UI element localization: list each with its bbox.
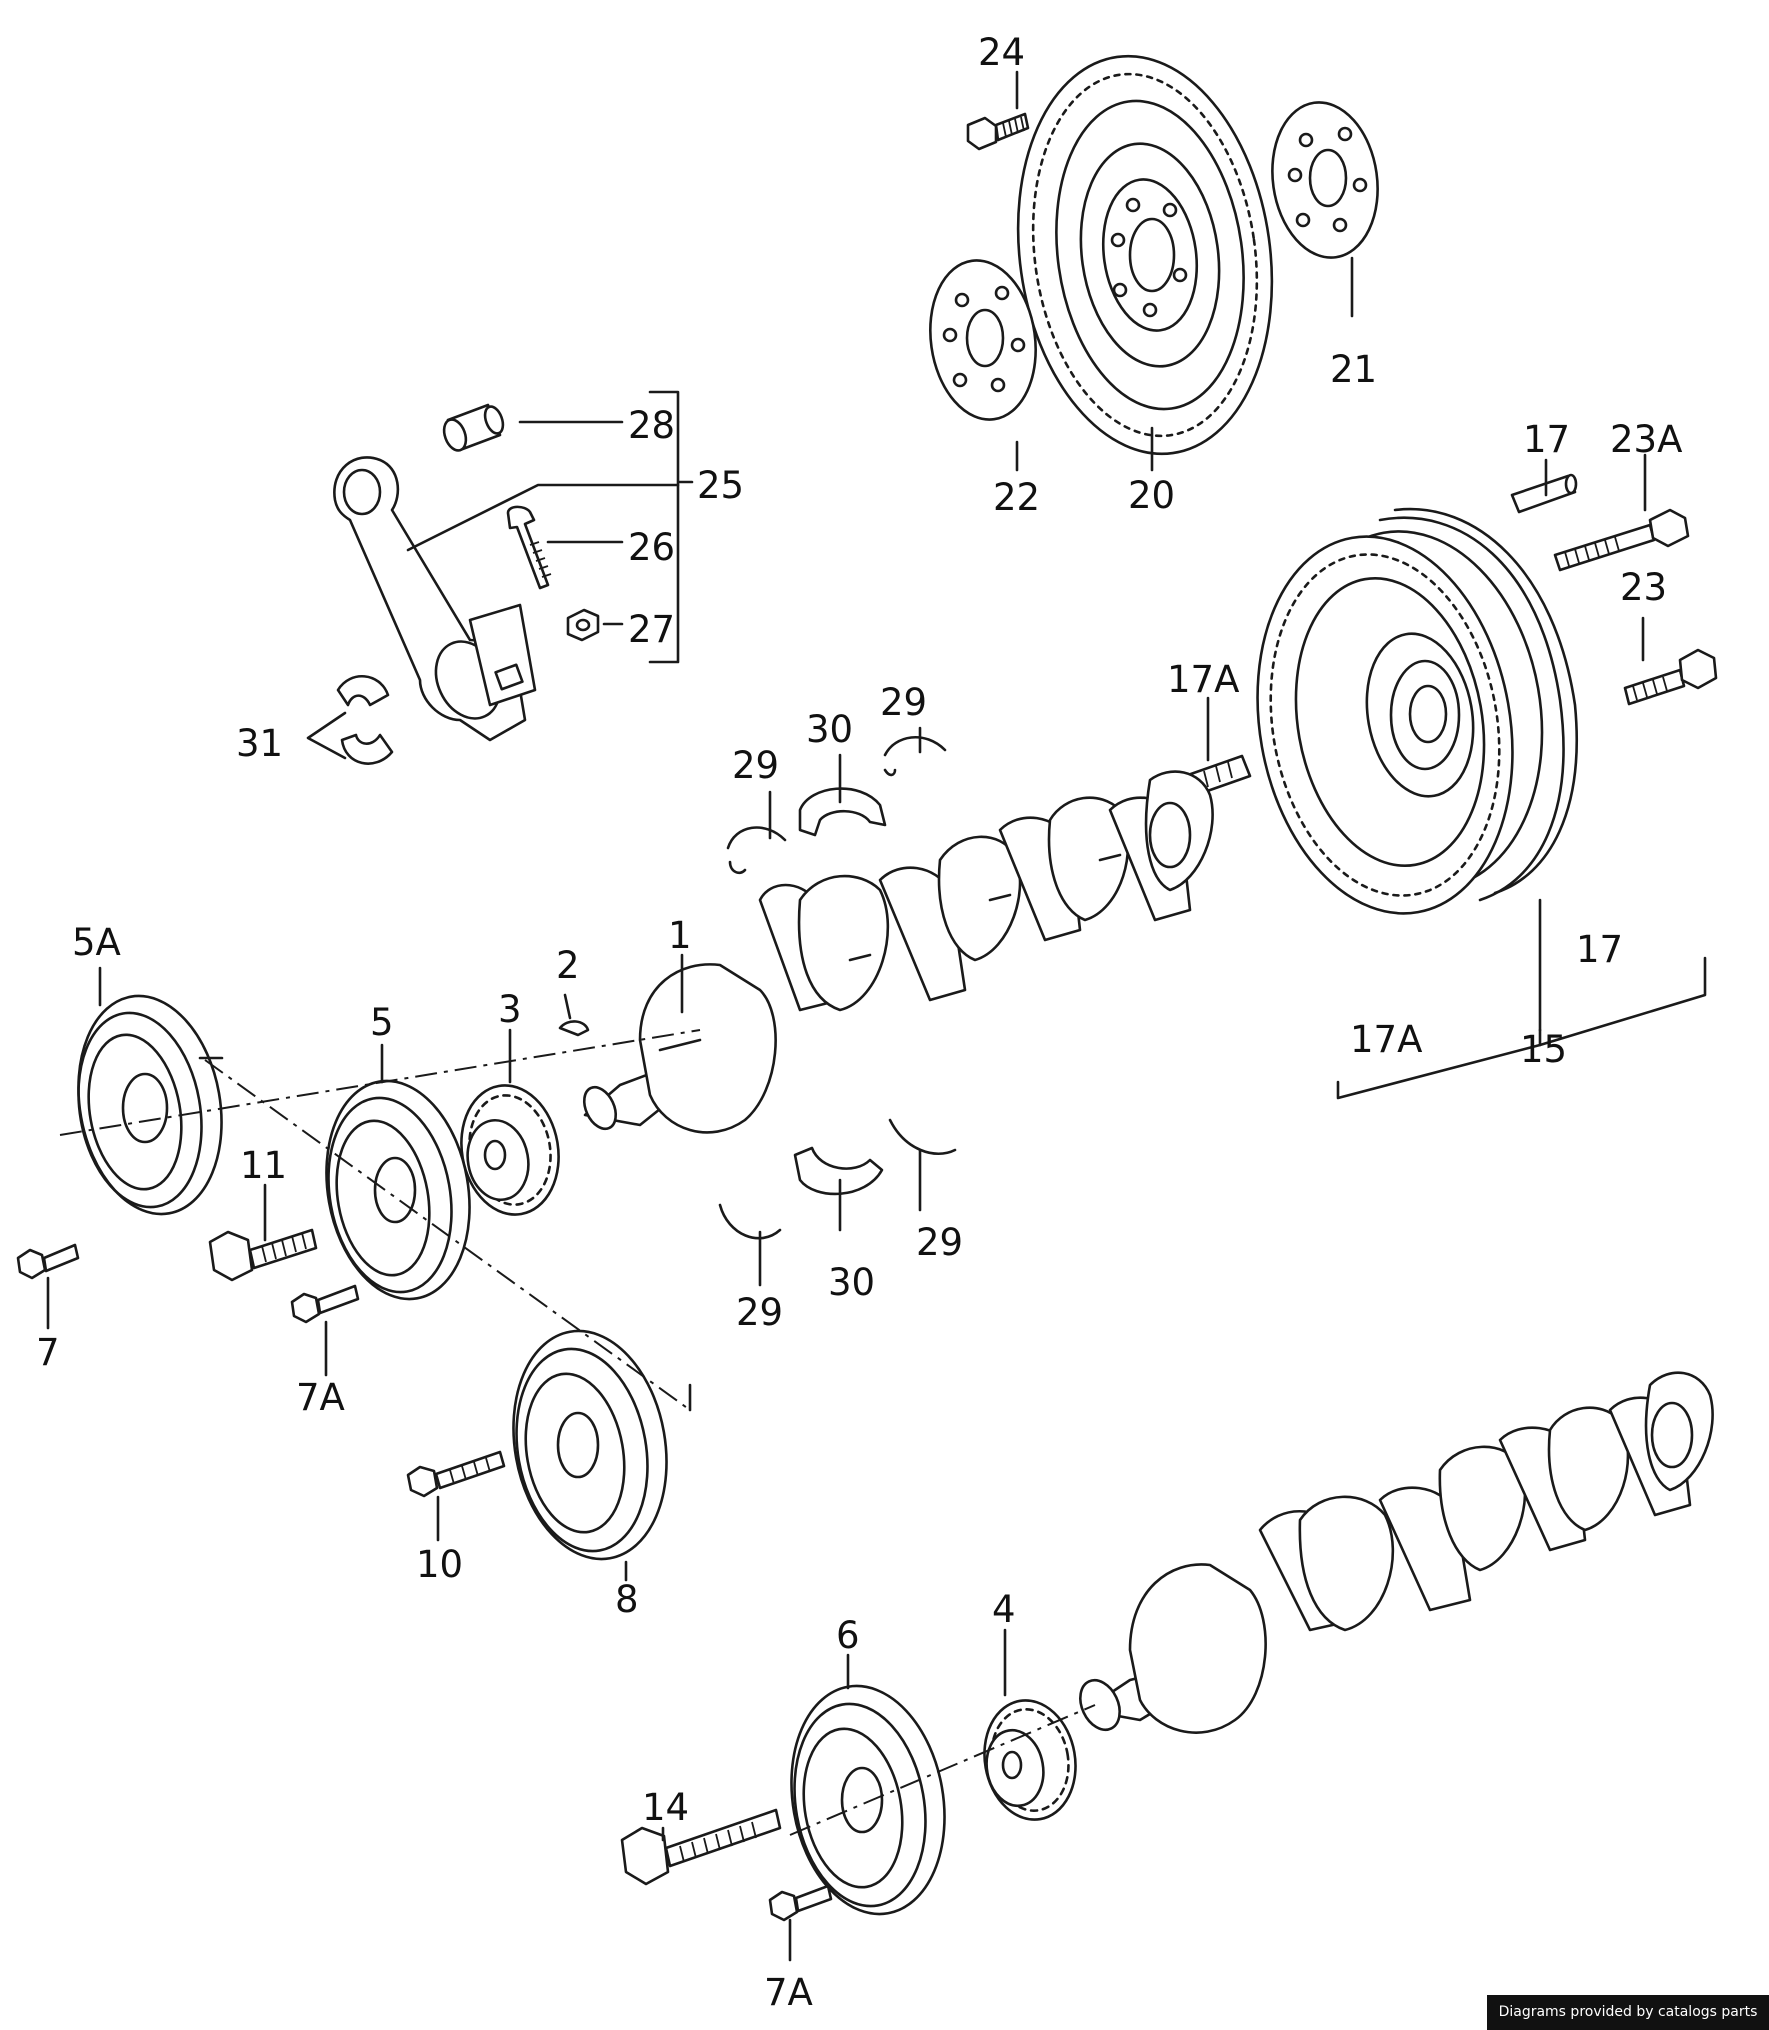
thrust-washer-29-d — [718, 1203, 782, 1240]
shim-plate-22 — [929, 259, 1037, 421]
label-31: 31 — [236, 722, 283, 765]
label-24: 24 — [978, 31, 1025, 74]
label-7a-1: 7A — [296, 1376, 345, 1419]
label-1: 1 — [668, 914, 692, 957]
main-bearing-30-a — [798, 787, 887, 837]
label-21: 21 — [1330, 348, 1377, 391]
label-20: 20 — [1128, 474, 1175, 517]
label-8: 8 — [615, 1578, 639, 1621]
bolt-23a — [1553, 508, 1690, 572]
bolt-11 — [208, 1228, 318, 1282]
credit-banner: Diagrams provided by catalogs parts — [1487, 1995, 1769, 2030]
thrust-washer-29-b — [883, 736, 947, 777]
thrust-washer-29-c — [888, 1118, 957, 1155]
leader-lines — [46, 70, 1647, 1962]
pulley-5 — [325, 1079, 471, 1301]
label-2: 2 — [556, 944, 580, 987]
bolt-23 — [1623, 648, 1718, 706]
rod-bolt-26 — [506, 505, 552, 590]
label-30-a: 30 — [806, 708, 853, 751]
label-29-b: 29 — [880, 681, 927, 724]
label-28: 28 — [628, 404, 675, 447]
bushing-28 — [442, 403, 505, 452]
axis-lines-lower — [789, 1704, 1096, 1836]
label-29-d: 29 — [736, 1291, 783, 1334]
label-17a-pin: 17A — [1167, 658, 1239, 701]
dual-mass-flywheel-15 — [1256, 507, 1578, 915]
label-22: 22 — [993, 476, 1040, 519]
label-23a: 23A — [1610, 418, 1682, 461]
pulley-6 — [790, 1684, 946, 1916]
bolt-10 — [406, 1450, 506, 1498]
pulley-5a — [77, 994, 223, 1216]
label-17-bracket: 17 — [1576, 928, 1623, 971]
label-11: 11 — [240, 1144, 287, 1187]
main-bearing-30-b — [793, 1146, 884, 1196]
bolt-7a-1 — [290, 1284, 360, 1324]
label-15: 15 — [1520, 1028, 1567, 1071]
label-17-pin: 17 — [1523, 418, 1570, 461]
label-7a-2: 7A — [764, 1971, 813, 2014]
pin-17 — [1510, 473, 1578, 514]
label-14: 14 — [642, 1786, 689, 1829]
label-23: 23 — [1620, 566, 1667, 609]
thrust-washer-29-a — [726, 826, 787, 875]
flywheel-20 — [1016, 54, 1274, 456]
label-7: 7 — [36, 1331, 60, 1374]
label-17a-bracket: 17A — [1350, 1018, 1422, 1061]
label-4: 4 — [992, 1588, 1016, 1631]
bracket-15 — [1336, 898, 1707, 1100]
label-6: 6 — [836, 1614, 860, 1657]
connecting-rod-25 — [333, 456, 537, 742]
bolt-7 — [16, 1243, 80, 1280]
key-2 — [558, 1020, 590, 1037]
rod-nut-27 — [566, 608, 600, 642]
rod-bearing-31 — [336, 674, 394, 765]
pulley-8 — [512, 1329, 668, 1561]
crankshaft-1 — [582, 770, 1214, 1134]
label-29-c: 29 — [916, 1221, 963, 1264]
bolt-24 — [966, 112, 1030, 151]
sprocket-4 — [983, 1699, 1077, 1821]
label-10: 10 — [416, 1543, 463, 1586]
label-26: 26 — [628, 526, 675, 569]
label-30-b: 30 — [828, 1261, 875, 1304]
bracket-25 — [648, 390, 694, 664]
bolt-14 — [620, 1808, 782, 1886]
callout-labels: 24 21 22 20 17 23A 23 17A 28 25 26 27 31… — [36, 31, 1682, 2014]
label-5: 5 — [370, 1001, 394, 1044]
label-25: 25 — [697, 464, 744, 507]
drive-plate-21 — [1271, 101, 1379, 259]
label-3: 3 — [498, 988, 522, 1031]
crankshaft-lower — [1079, 1371, 1714, 1734]
axis-lines-upper — [59, 1029, 701, 1412]
label-5a: 5A — [72, 921, 121, 964]
bolt-7a-2 — [768, 1884, 833, 1922]
label-27: 27 — [628, 608, 675, 651]
label-29-a: 29 — [732, 744, 779, 787]
